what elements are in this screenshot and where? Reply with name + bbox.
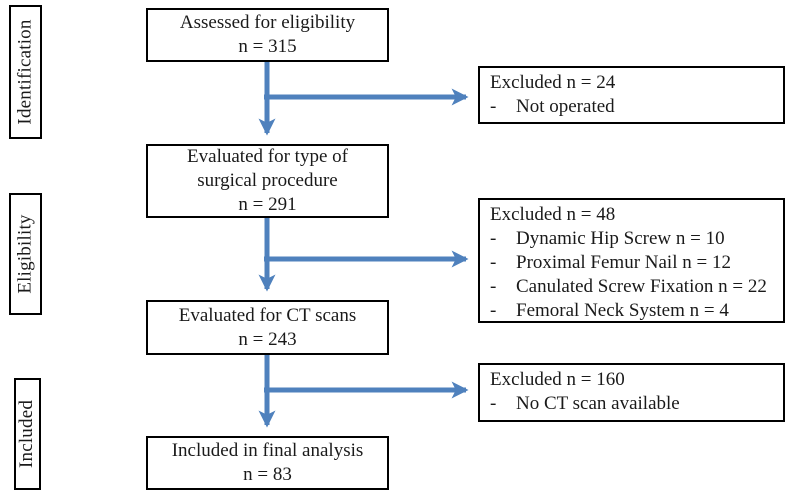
flow-box-ct-scans: Evaluated for CT scans n = 243 bbox=[146, 300, 389, 355]
flow-box-label: Evaluated for CT scans bbox=[178, 304, 357, 326]
bullet-dash: - bbox=[490, 252, 497, 273]
flow-box-count: n = 291 bbox=[238, 194, 297, 215]
excluded-item: - Canulated Screw Fixation n = 22 bbox=[490, 276, 767, 297]
excluded-item: - Not operated bbox=[490, 96, 615, 117]
bullet-dash: - bbox=[490, 393, 497, 414]
flow-box-count: n = 83 bbox=[243, 464, 292, 485]
flow-box-final-analysis: Included in final analysis n = 83 bbox=[146, 436, 389, 490]
excluded-item: - No CT scan available bbox=[490, 393, 680, 414]
flow-box-label: Assessed for eligibility bbox=[179, 12, 356, 33]
flow-box-count: n = 243 bbox=[238, 328, 297, 350]
excluded-item: - Femoral Neck System n = 4 bbox=[490, 300, 729, 321]
excluded-item: - Proximal Femur Nail n = 12 bbox=[490, 252, 731, 273]
excluded-box-3: Excluded n = 160 - No CT scan available bbox=[478, 363, 785, 422]
excluded-title: Excluded n = 48 bbox=[490, 204, 616, 225]
flow-box-procedure: Evaluated for type of surgical procedure… bbox=[146, 144, 389, 218]
stage-label: Eligibility bbox=[14, 214, 36, 294]
stage-label: Included bbox=[16, 399, 38, 469]
bullet-dash: - bbox=[490, 96, 497, 117]
bullet-dash: - bbox=[490, 276, 497, 297]
excluded-box-2: Excluded n = 48 - Dynamic Hip Screw n = … bbox=[478, 198, 785, 323]
flow-box-count: n = 315 bbox=[238, 36, 297, 57]
stage-included: Included bbox=[14, 378, 41, 490]
bullet-dash: - bbox=[490, 300, 497, 321]
bullet-dash: - bbox=[490, 228, 497, 249]
stage-eligibility: Eligibility bbox=[9, 193, 42, 315]
excluded-title: Excluded n = 24 bbox=[490, 72, 616, 93]
stage-label: Identification bbox=[14, 19, 36, 125]
excluded-title: Excluded n = 160 bbox=[490, 369, 625, 390]
flow-box-label: Evaluated for type of surgical procedure bbox=[187, 146, 348, 191]
stage-identification: Identification bbox=[9, 5, 42, 139]
excluded-item: - Dynamic Hip Screw n = 10 bbox=[490, 228, 725, 249]
flow-box-assessed: Assessed for eligibility n = 315 bbox=[146, 8, 389, 62]
excluded-box-1: Excluded n = 24 - Not operated bbox=[478, 66, 785, 124]
flow-box-label: Included in final analysis bbox=[171, 440, 364, 461]
